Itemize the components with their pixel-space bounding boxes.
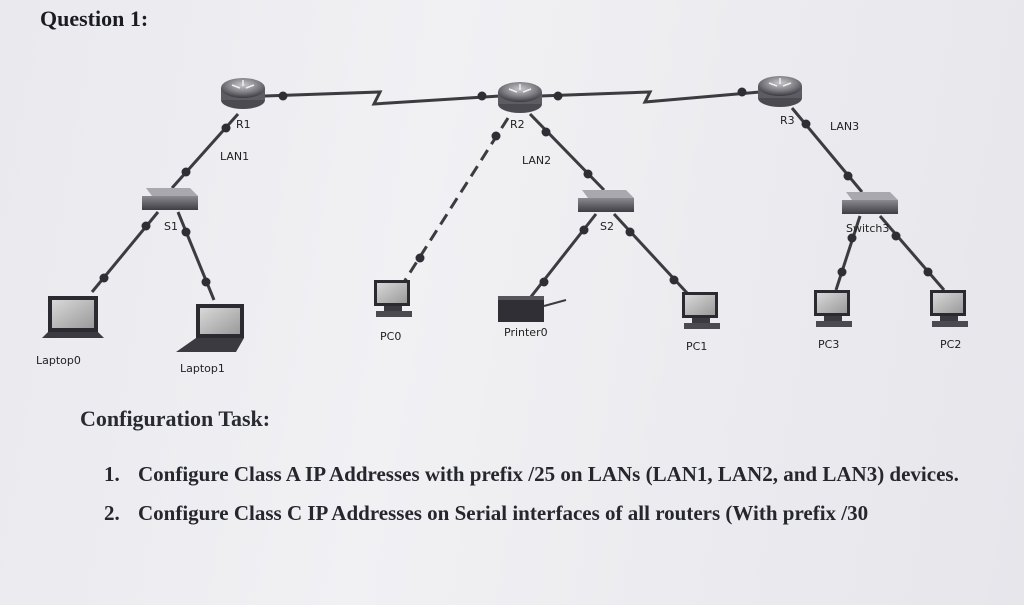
- laptop0-icon: [42, 296, 104, 338]
- laptop1-icon: [176, 304, 244, 352]
- pc0-label: PC0: [380, 330, 401, 343]
- printer0-label: Printer0: [504, 326, 548, 339]
- laptop0-label: Laptop0: [36, 354, 81, 367]
- lan3-label: LAN3: [830, 120, 859, 133]
- switch-s1-label: S1: [164, 220, 178, 233]
- link-endpoints: [99, 87, 933, 287]
- task-item-number: 2.: [104, 501, 120, 525]
- router-r2-label: R2: [510, 118, 525, 131]
- network-topology-diagram: R1 R2 R3 LAN1 LAN2 LAN3 S1 S2 Switch3 La…: [36, 76, 968, 375]
- task-item-number: 1.: [104, 462, 120, 486]
- router-r3-label: R3: [780, 114, 795, 127]
- lan1-label: LAN1: [220, 150, 249, 163]
- configuration-task-heading: Configuration Task:: [80, 406, 271, 431]
- switch-s1-icon: [142, 188, 198, 210]
- switch-switch3-label: Switch3: [846, 222, 889, 235]
- printer0-icon: [498, 296, 567, 322]
- serial-link-r1-r2: [264, 90, 501, 106]
- switch-s2-label: S2: [600, 220, 614, 233]
- pc1-icon: [682, 292, 720, 329]
- pc2-icon: [930, 290, 968, 327]
- task-item-text: Configure Class C IP Addresses on Serial…: [138, 501, 869, 525]
- question-heading: Question 1:: [40, 6, 149, 31]
- router-r1-icon: [221, 78, 265, 109]
- switch-switch3-icon: [842, 192, 898, 214]
- pc3-icon: [814, 290, 852, 327]
- link-s1-laptop1: [176, 211, 216, 301]
- task-list: 1. Configure Class A IP Addresses with p…: [104, 458, 1014, 530]
- link-switch3-pc2: [878, 215, 946, 291]
- link-r2-s2: [528, 112, 606, 192]
- laptop1-label: Laptop1: [180, 362, 225, 375]
- router-r2-icon: [498, 82, 542, 113]
- pc1-label: PC1: [686, 340, 707, 353]
- pc2-label: PC2: [940, 338, 961, 351]
- serial-link-r2-r3: [539, 90, 761, 104]
- link-switch3-pc3: [834, 215, 862, 291]
- task-item: 1. Configure Class A IP Addresses with p…: [104, 458, 1014, 491]
- router-r3-icon: [758, 76, 802, 107]
- switch-s2-icon: [578, 190, 634, 212]
- router-r1-label: R1: [236, 118, 251, 131]
- task-item-text: Configure Class A IP Addresses with pref…: [138, 462, 959, 486]
- pc3-label: PC3: [818, 338, 839, 351]
- pc0-icon: [374, 280, 412, 317]
- lan2-label: LAN2: [522, 154, 551, 167]
- task-item: 2. Configure Class C IP Addresses on Ser…: [104, 497, 1014, 530]
